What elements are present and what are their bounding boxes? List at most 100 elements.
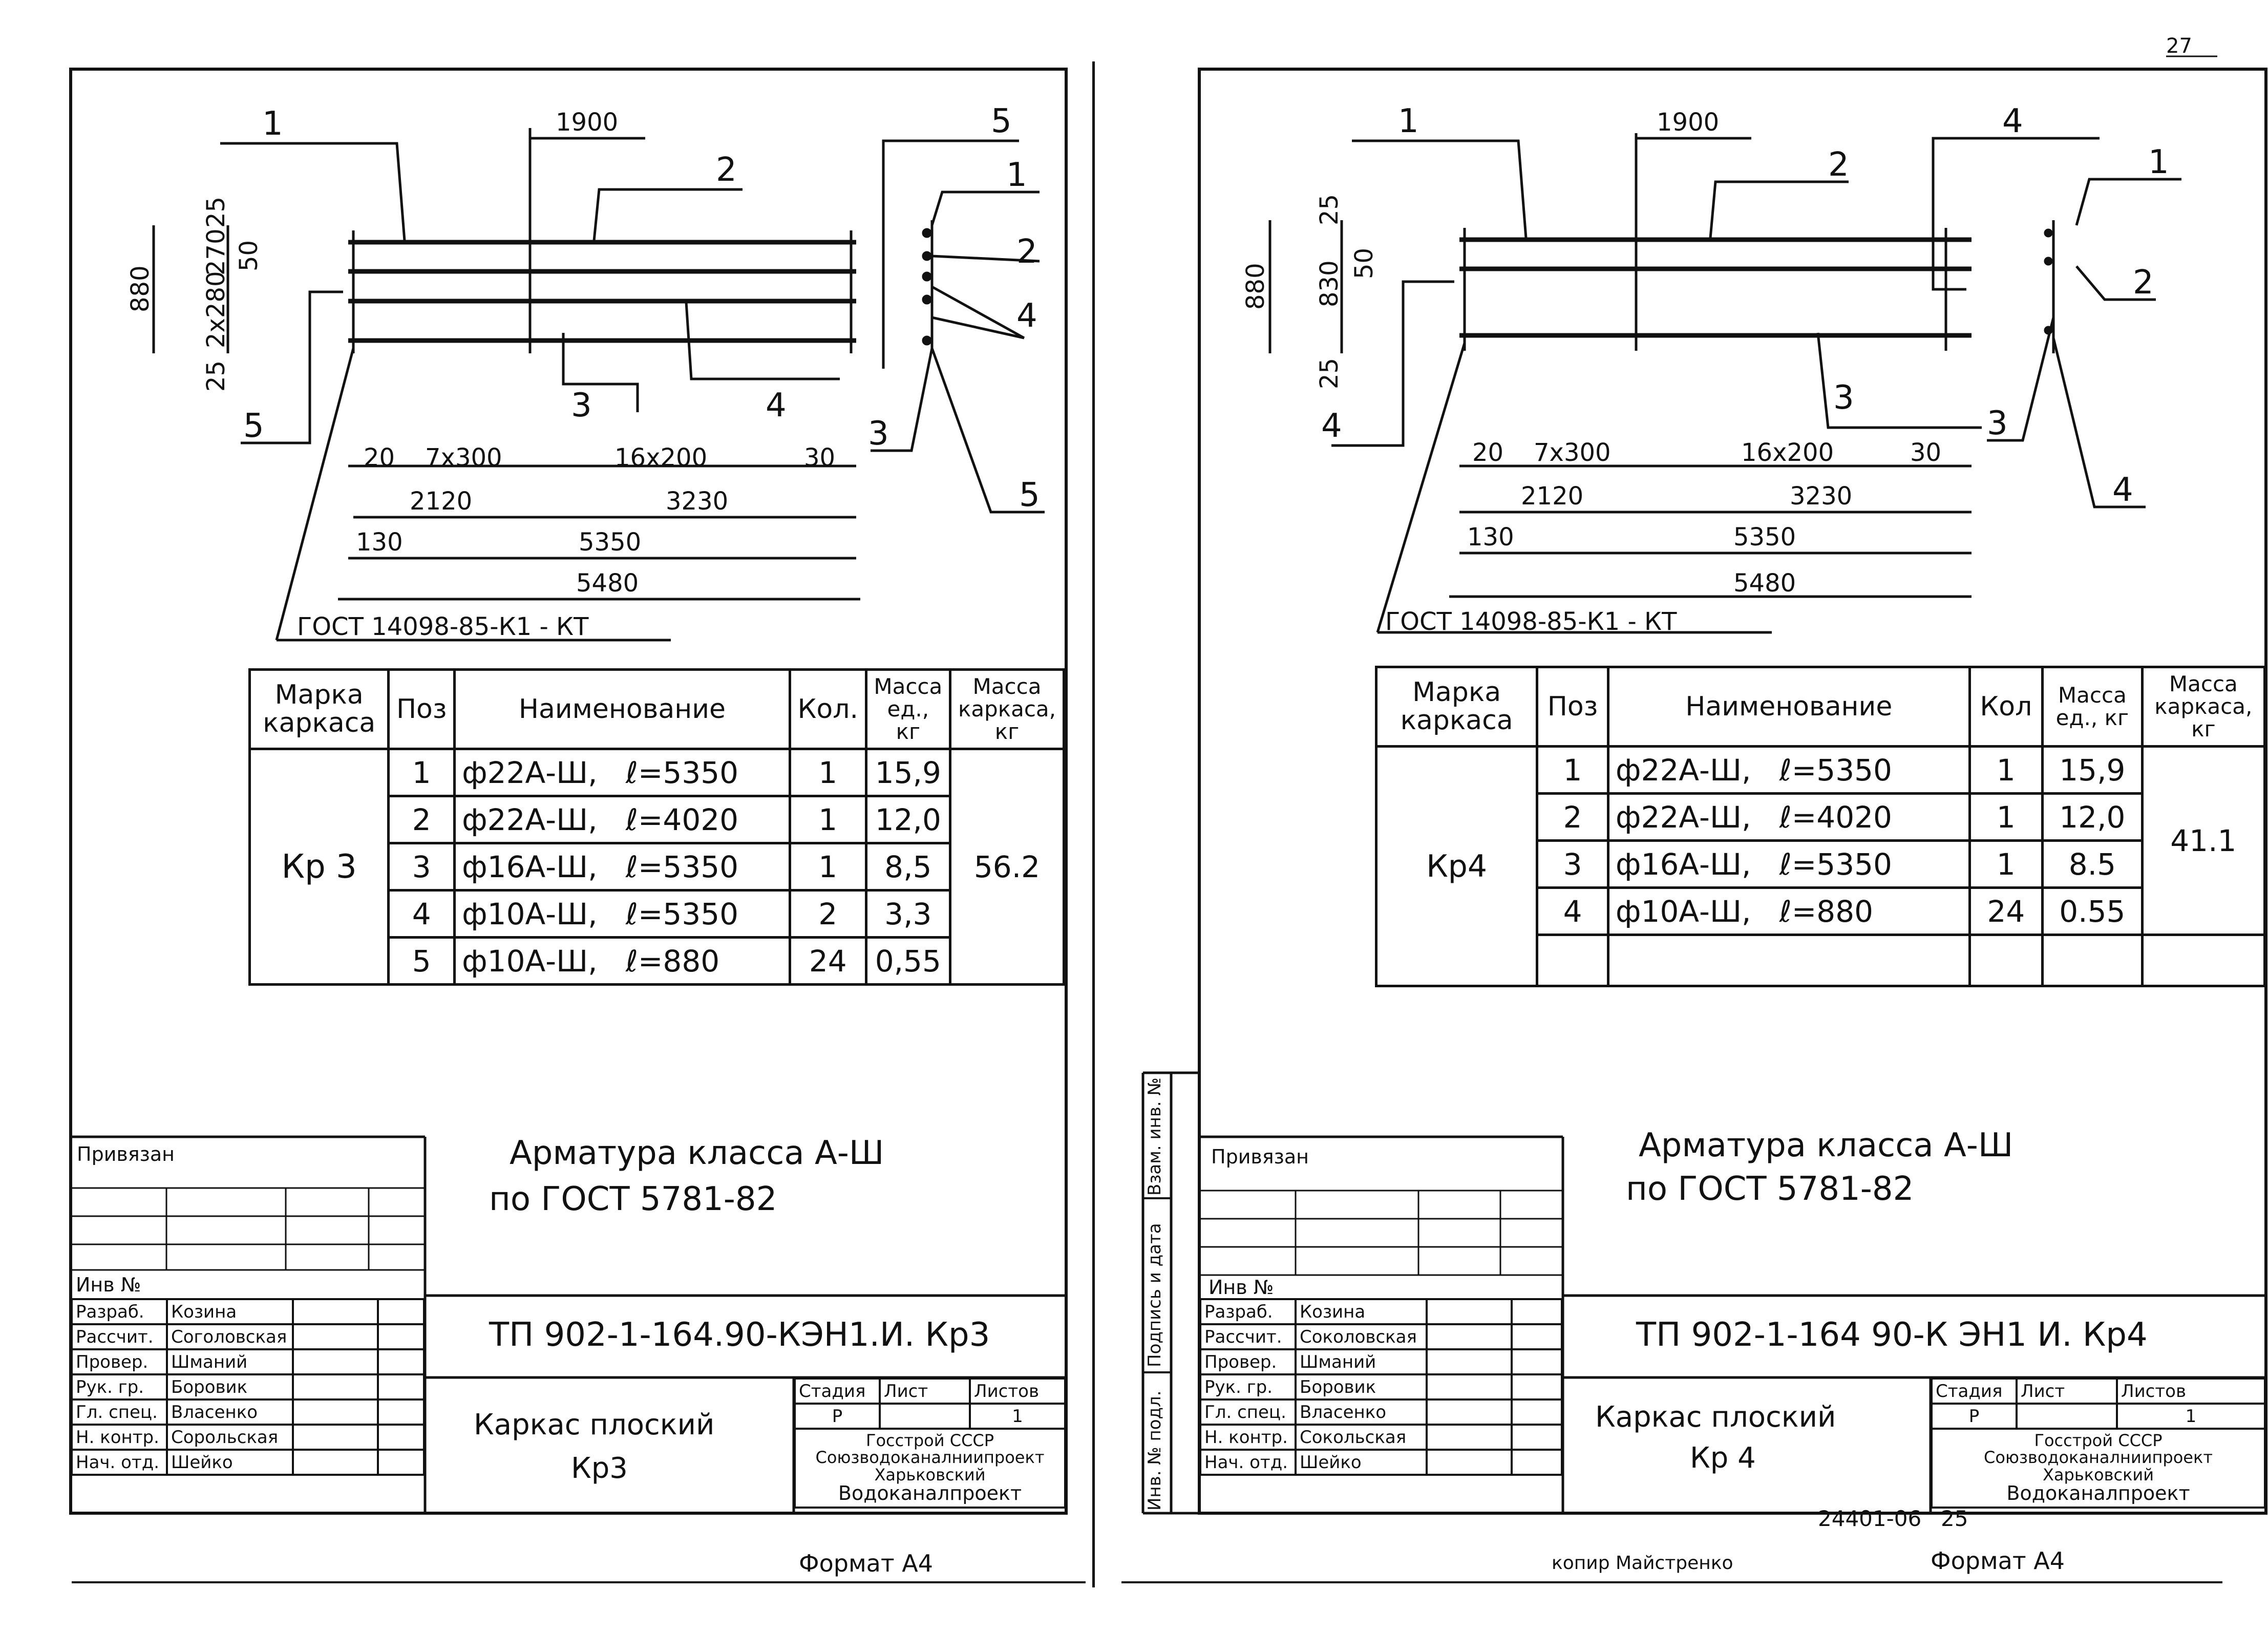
note-line2: по ГОСТ 5781-82 [489, 1180, 777, 1218]
row-name: ф16А-Ш, ℓ=5350 [453, 842, 791, 892]
row-mass: 0,55 [864, 936, 951, 986]
signature-cell [1426, 1449, 1513, 1476]
row-mass: 15,9 [2041, 745, 2144, 795]
org-line: Харьковский [874, 1465, 986, 1484]
sheet-label: Лист [879, 1377, 971, 1405]
role: Провер. [1199, 1348, 1297, 1375]
signature-cell [292, 1373, 379, 1401]
spec-table-kr3: Марка каркаса Поз Наименование Кол. Масс… [248, 668, 1066, 986]
row-empty [1968, 934, 2044, 987]
role: Разраб. [1199, 1298, 1297, 1325]
row-name: ф16А-Ш, ℓ=5350 [1606, 839, 1971, 889]
hdr-mark: Марка каркаса [248, 668, 390, 750]
row-qty: 1 [1968, 792, 2044, 842]
date-cell [377, 1424, 425, 1451]
dim-880: 880 [1241, 263, 1270, 310]
role: Гл. спец. [1199, 1398, 1297, 1426]
hdr-mark: Марка каркаса [1374, 666, 1539, 748]
signature-cell [1426, 1373, 1513, 1401]
role: Н. контр. [1199, 1424, 1297, 1451]
doc-code: ТП 902-1-164 90-К ЭН1 И. Кр4 [1636, 1316, 2148, 1354]
dim-3230: 3230 [666, 487, 729, 516]
leader-1: 1 [262, 105, 283, 143]
date-cell [1511, 1373, 1563, 1401]
role: Нач. отд. [71, 1449, 168, 1476]
roles-table-kr4: Разраб.Козина Рассчит.Соколовская Провер… [1199, 1298, 1563, 1476]
dim-16x200: 16x200 [614, 443, 708, 472]
role-person: Соколовская [1295, 1323, 1428, 1350]
row-name: ф10А-Ш, ℓ=880 [1606, 886, 1971, 936]
dim-20: 20 [364, 443, 395, 472]
sheets-value: 1 [969, 1403, 1066, 1430]
leader-2: 2 [716, 151, 737, 189]
dim-270: 270 [202, 228, 230, 275]
note-line1: Арматура класса А-Ш [510, 1134, 884, 1172]
row-empty [1536, 934, 1609, 987]
role: Рассчит. [71, 1323, 168, 1350]
hdr-qty: Кол. [788, 668, 867, 750]
org-line: Союзводоканалниипроект [815, 1448, 1045, 1468]
note-line1: Арматура класса А-Ш [1639, 1127, 2013, 1164]
hdr-frame-mass: Масса каркаса, кг [948, 668, 1066, 750]
role: Рук. гр. [1199, 1373, 1297, 1401]
inv-label: Инв № [76, 1274, 141, 1296]
row-name: ф22А-Ш, ℓ=4020 [1606, 792, 1971, 842]
hdr-qty: Кол [1968, 666, 2044, 748]
row-name: ф10А-Ш, ℓ=880 [453, 936, 791, 986]
leader-section-1: 1 [2148, 143, 2169, 181]
row-mass: 12,0 [2041, 792, 2144, 842]
leader-section-3: 3 [1987, 405, 2008, 442]
role-person: Власенко [1295, 1398, 1428, 1426]
row-name: ф22А-Ш, ℓ=4020 [453, 795, 791, 844]
signature-cell [292, 1424, 379, 1451]
signature-cell [292, 1398, 379, 1426]
row-empty [2041, 934, 2144, 987]
role: Рассчит. [1199, 1323, 1297, 1350]
dim-30: 30 [1910, 438, 1942, 467]
leader-section-2: 2 [2133, 264, 2154, 302]
stage-value: Р [1931, 1403, 2018, 1430]
dim-3230: 3230 [1790, 482, 1853, 511]
privyazan-label: Привязан [77, 1143, 175, 1165]
dim-50: 50 [1350, 247, 1379, 279]
date-cell [377, 1373, 425, 1401]
row-mass: 15,9 [864, 748, 951, 797]
signature-cell [292, 1449, 379, 1476]
hdr-unit-mass: Масса ед., кг [2041, 666, 2144, 748]
dim-5480: 5480 [576, 569, 639, 598]
sheet-value [879, 1403, 971, 1430]
row-name: ф22А-Ш, ℓ=5350 [453, 748, 791, 797]
stage-value: Р [794, 1403, 881, 1430]
title-line1: Каркас плоский [1595, 1401, 1836, 1434]
spec-table-kr4: Марка каркаса Поз Наименование Кол Масса… [1374, 666, 2266, 987]
date-cell [377, 1298, 425, 1325]
signature-cell [292, 1298, 379, 1325]
sheet-kr4: 27 Взам. инв. № Подпись и дата Инв. № по… [1101, 0, 2268, 1633]
hdr-unit-mass: Масса ед., кг [864, 668, 951, 750]
dim-25-top: 25 [1315, 194, 1344, 225]
dim-50: 50 [235, 240, 263, 271]
dim-5480: 5480 [1733, 569, 1796, 598]
dim-7x300: 7x300 [425, 443, 502, 472]
role-person: Шейко [1295, 1449, 1428, 1476]
frame-mark: Кр 3 [248, 748, 390, 986]
org-line: Госстрой СССР [2034, 1430, 2163, 1450]
role: Гл. спец. [71, 1398, 168, 1426]
role-person: Сорольская [166, 1424, 294, 1451]
row-empty [1606, 934, 1971, 987]
archive-page: 25 [1941, 1506, 1968, 1531]
dim-25-bottom: 25 [202, 360, 230, 392]
date-cell [377, 1449, 425, 1476]
date-cell [1511, 1348, 1563, 1375]
dim-2120: 2120 [1521, 482, 1584, 511]
title-line1: Каркас плоский [474, 1408, 715, 1441]
kr3-frame-lines [69, 68, 1086, 1583]
leader-section-3: 3 [868, 415, 889, 453]
hdr-pos: Поз [387, 668, 456, 750]
role-person: Власенко [166, 1398, 294, 1426]
row-mass: 3,3 [864, 889, 951, 939]
org-line: Госстрой СССР [865, 1430, 994, 1450]
role-person: Шейко [166, 1449, 294, 1476]
frame-mass: 41.1 [2140, 745, 2266, 936]
frame-mark: Кр4 [1374, 745, 1539, 987]
